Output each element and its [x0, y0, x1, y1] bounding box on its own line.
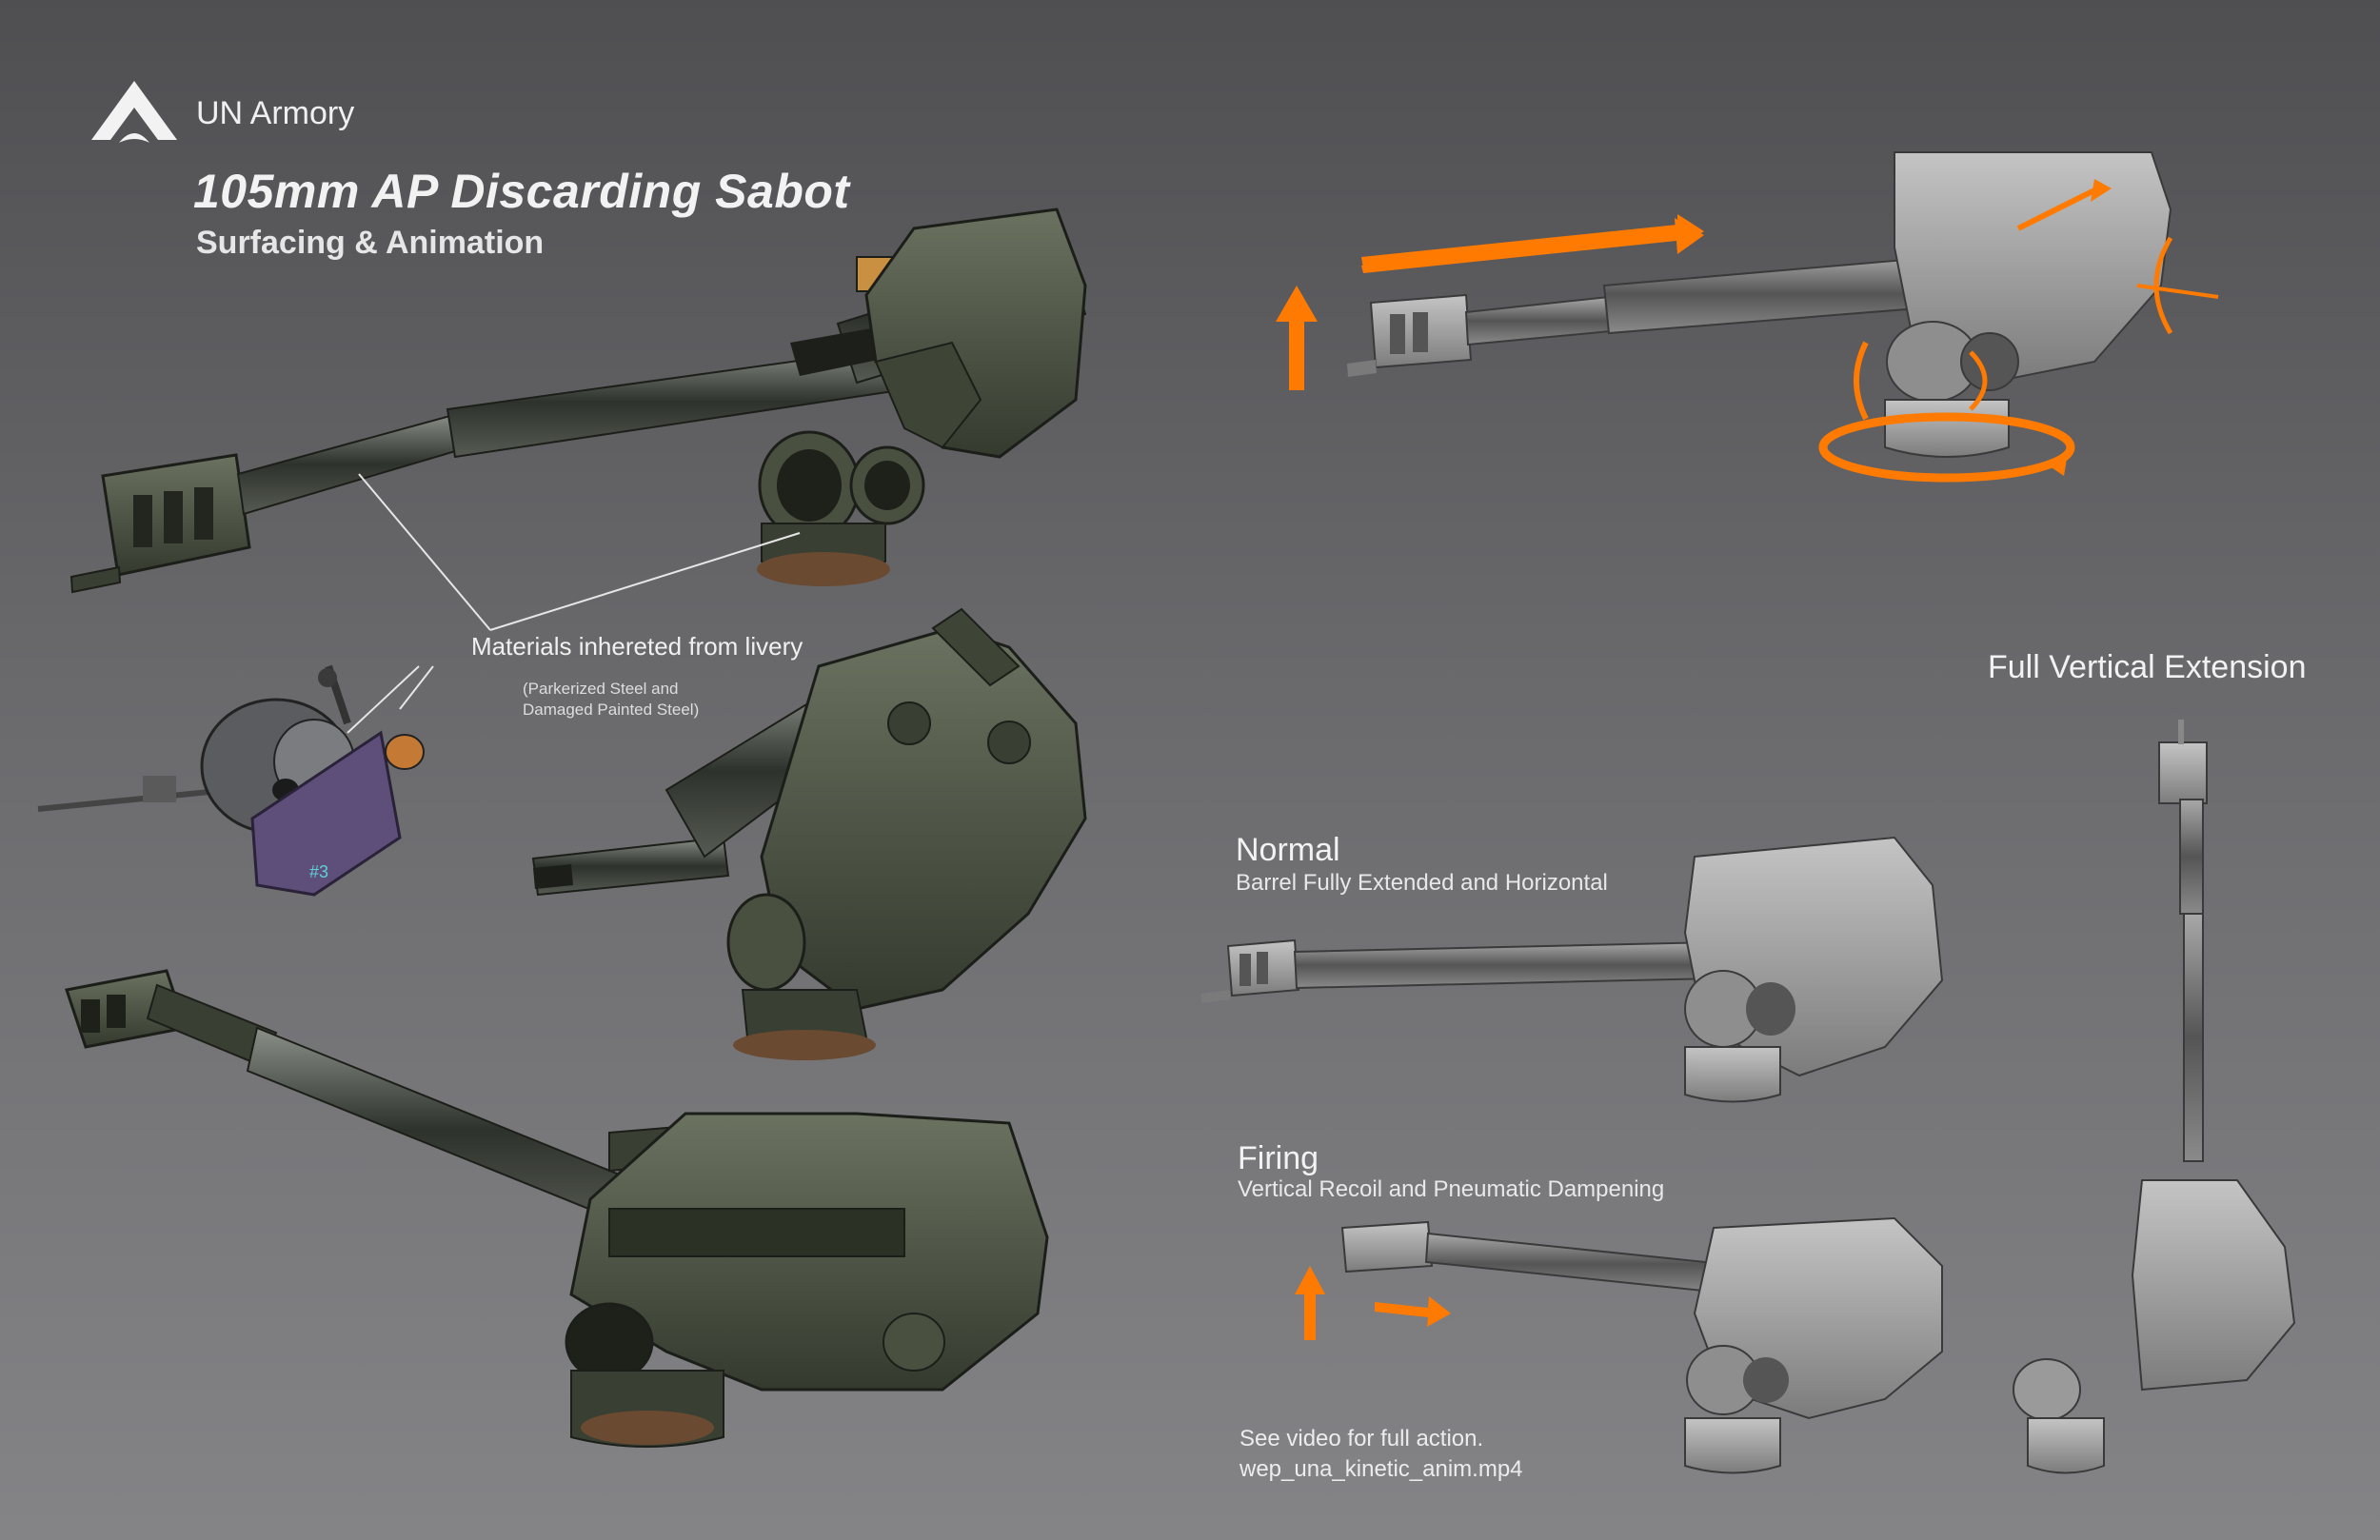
materials-detail: (Parkerized Steel and Damaged Painted St… — [523, 679, 699, 721]
orange-recoil-arrows — [1295, 1266, 1451, 1340]
page-subtitle: Surfacing & Animation — [196, 225, 545, 261]
callout-lines — [347, 473, 801, 734]
normal-caption: Barrel Fully Extended and Horizontal — [1236, 870, 1608, 896]
footer-filename: wep_una_kinetic_anim.mp4 — [1240, 1456, 1523, 1482]
firing-caption: Vertical Recoil and Pneumatic Dampening — [1238, 1176, 1665, 1202]
full-vertical-heading: Full Vertical Extension — [1988, 649, 2307, 685]
turret-render-textured-front — [65, 969, 1049, 1448]
turret-clay-rotation-diagram — [1347, 151, 2172, 458]
svg-text:#3: #3 — [309, 862, 328, 881]
turret-render-textured-rear — [531, 607, 1087, 1060]
firing-heading: Firing — [1238, 1140, 1319, 1176]
turret-render-textured-side — [69, 207, 1087, 594]
turret-clay-firing — [1340, 1216, 1943, 1474]
brand-name: UN Armory — [196, 95, 355, 131]
un-armory-logo-icon — [91, 81, 177, 143]
materials-detail-line2: Damaged Painted Steel) — [523, 701, 700, 719]
normal-heading: Normal — [1236, 832, 1340, 868]
turret-clay-vertical — [2013, 720, 2296, 1474]
turret-clay-normal — [1201, 836, 1944, 1103]
page-title: 105mm AP Discarding Sabot — [193, 165, 850, 218]
materials-note: Materials inhereted from livery — [471, 632, 803, 661]
livery-helmet-render: #3 — [37, 664, 425, 897]
orange-rotation-arrows — [1276, 179, 2219, 483]
materials-detail-line1: (Parkerized Steel and — [523, 680, 679, 698]
footer-line1: See video for full action. — [1240, 1426, 1484, 1451]
footer-note: See video for full action. wep_una_kinet… — [1240, 1424, 1523, 1485]
